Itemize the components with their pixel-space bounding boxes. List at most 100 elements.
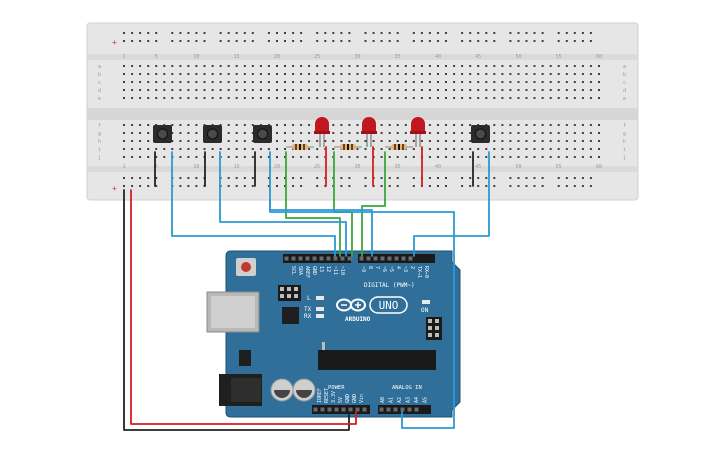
hole[interactable] <box>187 65 190 67</box>
hole[interactable] <box>356 140 359 142</box>
hole[interactable] <box>509 89 512 91</box>
hole[interactable] <box>485 177 488 179</box>
hole[interactable] <box>276 97 278 99</box>
hole[interactable] <box>187 81 190 83</box>
hole[interactable] <box>155 40 158 42</box>
hole[interactable] <box>565 140 568 142</box>
header-pin[interactable] <box>327 407 332 412</box>
hole[interactable] <box>163 156 166 158</box>
hole[interactable] <box>573 73 576 75</box>
hole[interactable] <box>348 140 351 142</box>
hole[interactable] <box>396 40 399 42</box>
hole[interactable] <box>155 148 158 150</box>
hole[interactable] <box>428 124 431 126</box>
hole[interactable] <box>195 32 198 34</box>
hole[interactable] <box>493 132 496 134</box>
hole[interactable] <box>598 132 600 134</box>
hole[interactable] <box>251 177 254 179</box>
hole[interactable] <box>420 81 423 83</box>
hole[interactable] <box>340 65 343 67</box>
hole[interactable] <box>163 97 166 99</box>
hole[interactable] <box>412 40 415 42</box>
hole[interactable] <box>517 32 520 34</box>
hole[interactable] <box>227 156 230 158</box>
hole[interactable] <box>139 124 142 126</box>
hole[interactable] <box>316 140 319 142</box>
hole[interactable] <box>388 73 391 75</box>
hole[interactable] <box>139 89 142 91</box>
hole[interactable] <box>573 140 576 142</box>
hole[interactable] <box>565 124 568 126</box>
hole[interactable] <box>589 140 592 142</box>
wire-blue-analog[interactable] <box>269 199 455 429</box>
hole[interactable] <box>485 89 488 91</box>
hole[interactable] <box>549 73 552 75</box>
hole[interactable] <box>123 89 125 91</box>
hole[interactable] <box>565 185 568 187</box>
hole[interactable] <box>445 148 447 150</box>
hole[interactable] <box>356 81 359 83</box>
hole[interactable] <box>589 32 592 34</box>
hole[interactable] <box>581 73 584 75</box>
hole[interactable] <box>187 148 190 150</box>
hole[interactable] <box>485 148 488 150</box>
hole[interactable] <box>356 89 359 91</box>
hole[interactable] <box>388 81 391 83</box>
hole[interactable] <box>412 81 415 83</box>
hole[interactable] <box>589 73 592 75</box>
hole[interactable] <box>171 73 174 75</box>
wire-blue-2[interactable] <box>219 151 347 257</box>
hole[interactable] <box>316 73 319 75</box>
hole[interactable] <box>340 73 343 75</box>
hole[interactable] <box>123 185 125 187</box>
hole[interactable] <box>581 32 584 34</box>
hole[interactable] <box>284 97 286 99</box>
hole[interactable] <box>251 65 254 67</box>
header-pin[interactable] <box>362 407 367 412</box>
hole[interactable] <box>276 32 278 34</box>
hole[interactable] <box>227 65 230 67</box>
hole[interactable] <box>340 40 343 42</box>
hole[interactable] <box>251 148 254 150</box>
hole[interactable] <box>380 89 383 91</box>
hole[interactable] <box>380 73 383 75</box>
hole[interactable] <box>203 89 206 91</box>
hole[interactable] <box>235 156 238 158</box>
header-pin[interactable] <box>407 407 412 412</box>
hole[interactable] <box>171 124 174 126</box>
hole[interactable] <box>445 185 447 187</box>
hole[interactable] <box>139 65 142 67</box>
hole[interactable] <box>396 185 399 187</box>
hole[interactable] <box>147 148 150 150</box>
hole[interactable] <box>292 140 295 142</box>
hole[interactable] <box>348 132 351 134</box>
hole[interactable] <box>598 89 600 91</box>
hole[interactable] <box>598 73 600 75</box>
hole[interactable] <box>469 185 472 187</box>
hole[interactable] <box>324 89 327 91</box>
hole[interactable] <box>139 156 142 158</box>
hole[interactable] <box>581 124 584 126</box>
hole[interactable] <box>525 177 528 179</box>
hole[interactable] <box>477 40 480 42</box>
pushbutton-4[interactable] <box>471 125 490 143</box>
hole[interactable] <box>581 65 584 67</box>
hole[interactable] <box>155 97 158 99</box>
hole[interactable] <box>195 177 198 179</box>
hole[interactable] <box>420 89 423 91</box>
hole[interactable] <box>147 97 150 99</box>
hole[interactable] <box>404 124 407 126</box>
hole[interactable] <box>308 124 311 126</box>
hole[interactable] <box>332 73 335 75</box>
hole[interactable] <box>445 140 447 142</box>
hole[interactable] <box>477 89 480 91</box>
hole[interactable] <box>187 177 190 179</box>
hole[interactable] <box>163 65 166 67</box>
hole[interactable] <box>203 97 206 99</box>
hole[interactable] <box>549 65 552 67</box>
hole[interactable] <box>316 32 319 34</box>
hole[interactable] <box>316 97 319 99</box>
hole[interactable] <box>243 132 246 134</box>
hole[interactable] <box>300 40 303 42</box>
hole[interactable] <box>573 40 576 42</box>
